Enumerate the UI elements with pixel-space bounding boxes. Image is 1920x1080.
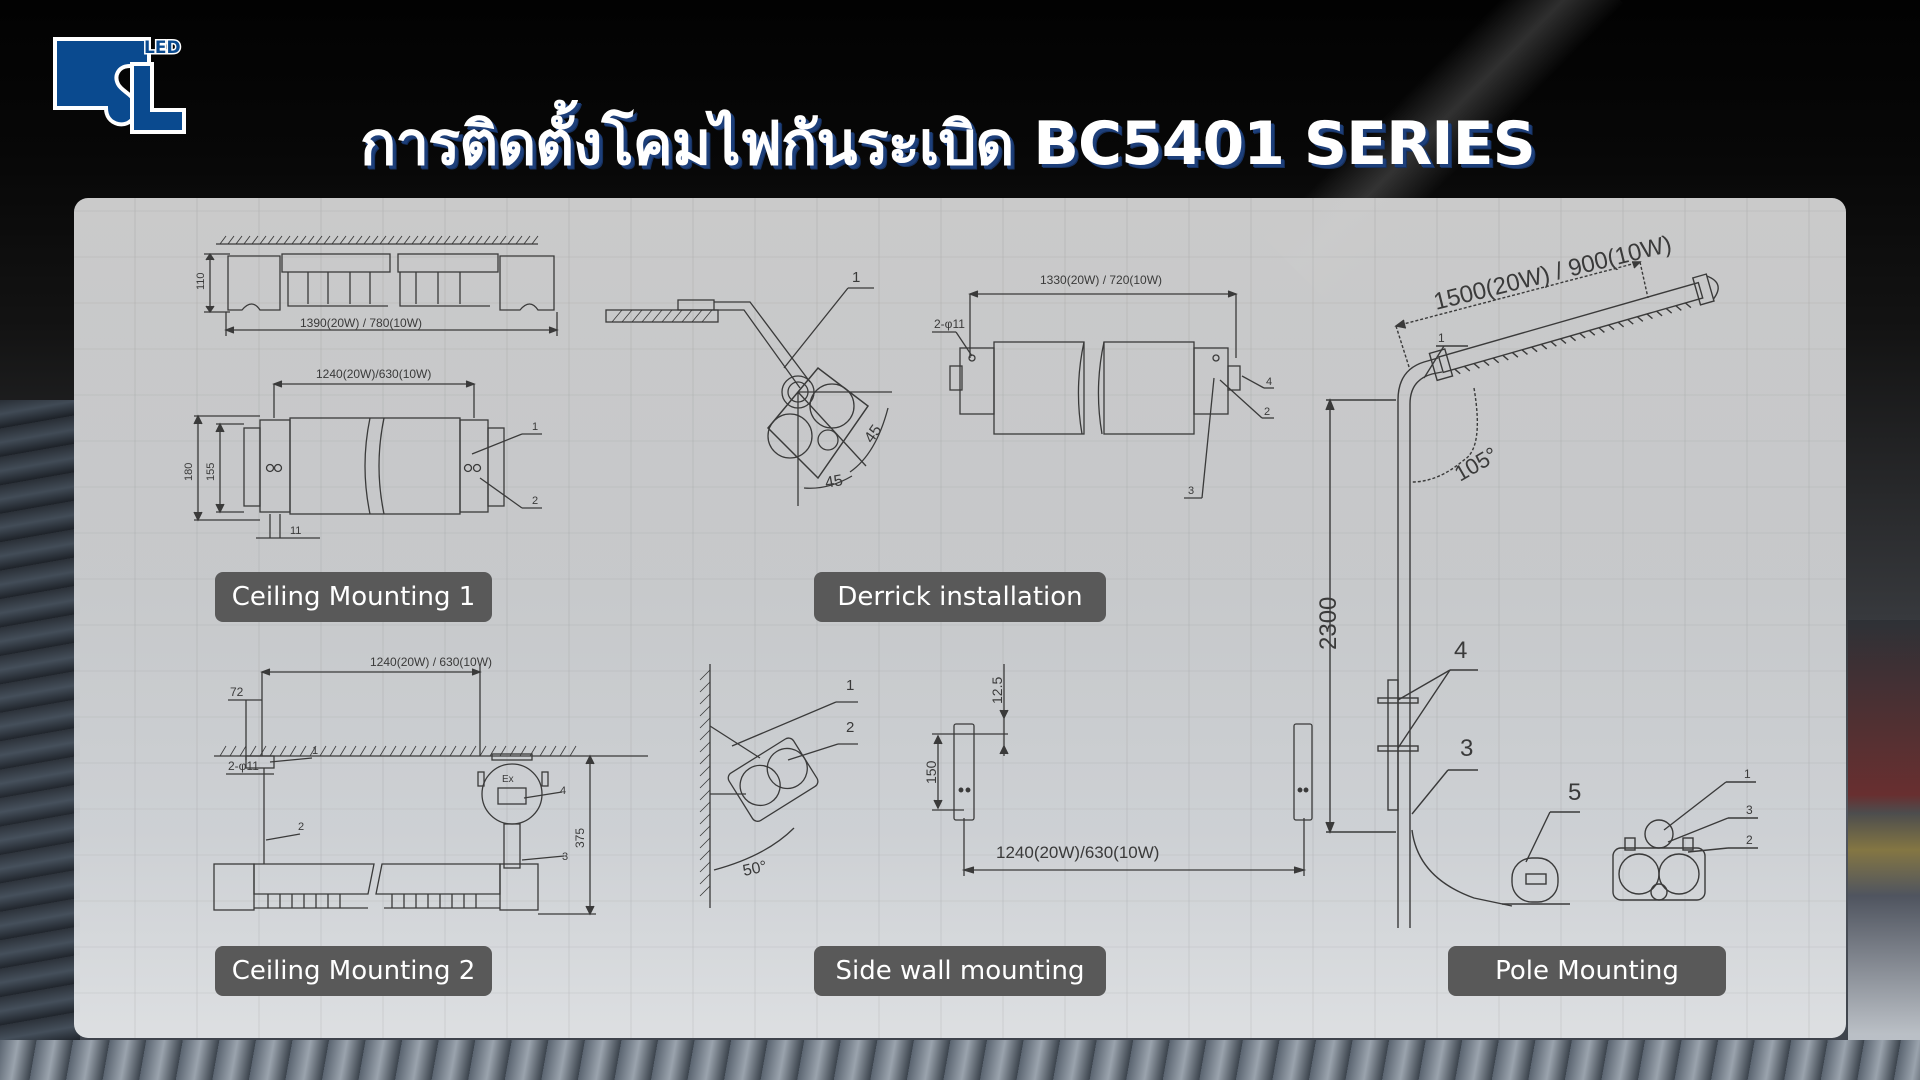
- dim-side-length: 1390(20W) / 780(10W): [300, 316, 422, 330]
- c2-span: 1240(20W) / 630(10W): [370, 655, 492, 669]
- callout-1: 1: [532, 421, 538, 433]
- ceiling-mounting-1-drawing: 110 1390(20W) / 780(10W) 1240(20W)/630(1…: [183, 235, 559, 539]
- page-title: การติดตั้งโคมไฟกันระเบิด BC5401 SERIES: [360, 109, 1536, 179]
- dim-top-span: 1240(20W)/630(10W): [316, 367, 431, 381]
- pole-arm-length: 1500(20W) / 900(10W): [1431, 231, 1674, 316]
- dim-slot-width: 11: [290, 525, 301, 537]
- derrick-holes: 2-φ11: [934, 317, 965, 331]
- diagram-panel: 110 1390(20W) / 780(10W) 1240(20W)/630(1…: [74, 198, 1846, 1038]
- side-wall-mounting-drawing: 1 2 50° 150 12.5 1240(20W)/630(10W): [699, 664, 1313, 908]
- pole-callout-3: 3: [1460, 735, 1473, 762]
- label-pole-mounting: Pole Mounting: [1448, 946, 1726, 996]
- sw-callout-2: 2: [846, 719, 854, 736]
- background-railing: [1848, 620, 1920, 1080]
- dim-side-height: 110: [195, 272, 207, 290]
- derrick-callout-1: 1: [852, 269, 860, 286]
- background-structure: [0, 1040, 1920, 1080]
- ceiling-mounting-2-drawing: 1240(20W) / 630(10W) 72 2-φ11 1 2 Ex 4 3: [213, 655, 648, 916]
- c2-callout-2: 2: [298, 821, 304, 833]
- c2-callout-3: 3: [562, 851, 568, 863]
- pole-end-callout-2: 2: [1746, 833, 1753, 847]
- sl-led-logo: LED: [53, 37, 186, 134]
- pole-callout-5: 5: [1568, 779, 1581, 806]
- pole-end-callout-3: 3: [1746, 803, 1753, 817]
- derrick-installation-drawing: 1 45 45 1330(20W) / 720(10W) 2-φ11 3 2 4: [605, 269, 1274, 506]
- label-side-wall-mounting: Side wall mounting: [814, 946, 1106, 996]
- derrick-angle-2: 45: [824, 472, 845, 492]
- label-derrick-installation: Derrick installation: [814, 572, 1106, 622]
- pole-end-callout-1: 1: [1744, 767, 1751, 781]
- c2-height: 375: [573, 828, 587, 848]
- c2-offset: 72: [230, 685, 244, 699]
- derrick-span: 1330(20W) / 720(10W): [1040, 273, 1162, 287]
- sw-gap: 12.5: [989, 677, 1005, 704]
- c2-ex-mark: Ex: [502, 774, 514, 785]
- dim-inner-height: 155: [205, 463, 217, 481]
- pole-mounting-drawing: 1500(20W) / 900(10W) 1 105° 2300 4 3 5: [1315, 231, 1758, 928]
- label-ceiling-mounting-1: Ceiling Mounting 1: [215, 572, 492, 622]
- dim-outer-height: 180: [183, 463, 195, 481]
- pole-callout-4: 4: [1454, 637, 1467, 664]
- callout-2: 2: [532, 495, 538, 507]
- pole-callout-1: 1: [1438, 331, 1445, 345]
- pole-height: 2300: [1315, 597, 1342, 650]
- c2-callout-1: 1: [312, 745, 318, 757]
- derrick-callout-4: 4: [1266, 376, 1272, 388]
- derrick-callout-3: 3: [1188, 485, 1194, 497]
- background-stairs: [0, 400, 80, 1080]
- c2-holes: 2-φ11: [228, 759, 259, 773]
- pole-angle: 105°: [1450, 442, 1502, 486]
- label-ceiling-mounting-2: Ceiling Mounting 2: [215, 946, 492, 996]
- sw-angle: 50°: [741, 858, 768, 880]
- sw-bracket-height: 150: [923, 760, 939, 784]
- c2-callout-4: 4: [560, 785, 566, 797]
- derrick-callout-2: 2: [1264, 406, 1270, 418]
- logo-suffix: LED: [144, 38, 181, 58]
- sw-span: 1240(20W)/630(10W): [996, 843, 1159, 862]
- sw-callout-1: 1: [846, 677, 854, 694]
